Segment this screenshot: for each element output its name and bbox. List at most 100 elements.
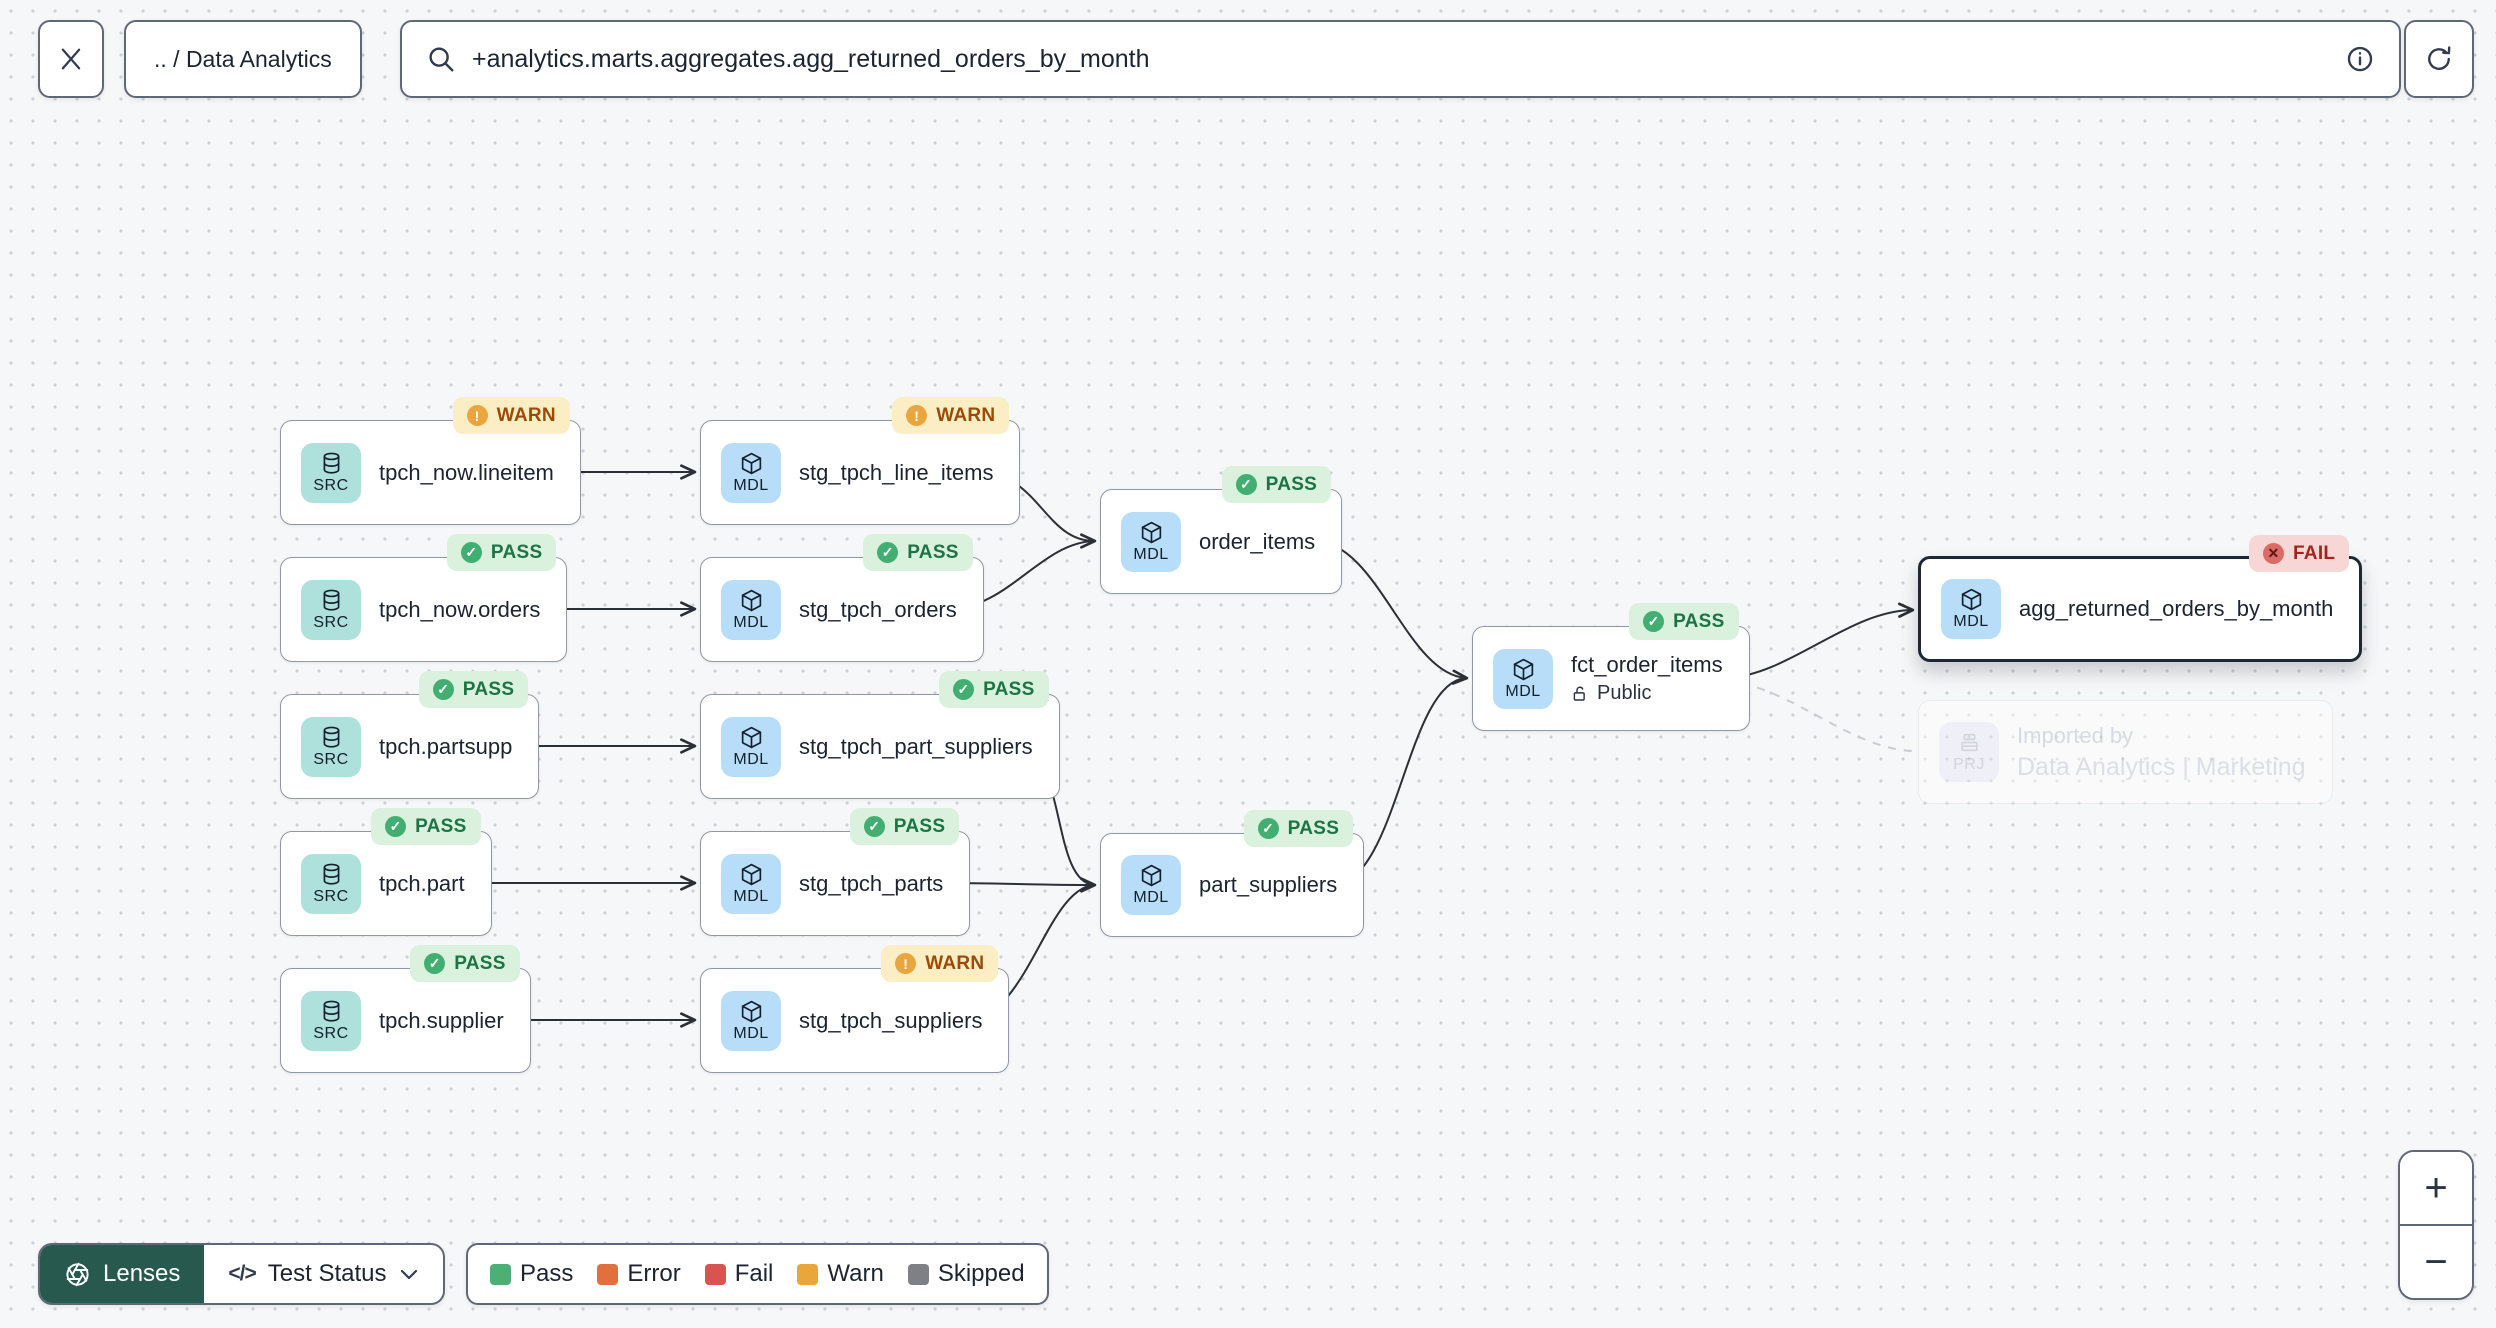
check-icon: ✓ — [460, 542, 482, 563]
source-type-box: SRC — [301, 853, 361, 914]
node-label: stg_tpch_orders — [799, 596, 957, 622]
node-tpch-now-lineitem[interactable]: !WARN SRC tpch_now.lineitem — [280, 397, 581, 525]
imported-by-label: Imported by — [2017, 722, 2134, 748]
lenses-button[interactable]: Lenses — [40, 1245, 205, 1303]
open-lock-icon — [1573, 686, 1585, 701]
node-stg-tpch-suppliers[interactable]: !WARN MDL stg_tpch_suppliers — [700, 945, 1010, 1073]
node-tpch-supplier[interactable]: ✓PASS SRC tpch.supplier — [280, 945, 531, 1073]
status-badge: !WARN — [892, 397, 1010, 434]
status-legend: Pass Error Fail Warn Skipped — [466, 1243, 1049, 1305]
node-label: order_items — [1199, 528, 1316, 554]
cube-icon — [1961, 588, 1981, 611]
legend-fail: Fail — [704, 1260, 773, 1288]
warn-icon: ! — [466, 405, 488, 426]
database-icon — [323, 1000, 339, 1022]
node-label: tpch.supplier — [379, 1007, 504, 1033]
status-badge: ✓PASS — [371, 808, 481, 845]
fail-icon: ✕ — [2262, 543, 2284, 564]
source-type-box: SRC — [301, 442, 361, 503]
check-icon: ✓ — [863, 816, 885, 837]
zoom-in-button[interactable]: + — [2400, 1152, 2472, 1226]
zoom-out-button[interactable]: − — [2400, 1226, 2472, 1298]
node-order-items[interactable]: ✓PASS MDL order_items — [1100, 466, 1343, 594]
cube-icon — [741, 452, 761, 474]
cube-icon — [741, 589, 761, 611]
warn-swatch — [797, 1263, 819, 1285]
node-label: stg_tpch_parts — [799, 870, 944, 896]
source-type-box: SRC — [301, 990, 361, 1051]
database-icon — [323, 452, 339, 474]
lens-selector-dropdown[interactable]: </> Test Status — [204, 1245, 442, 1303]
model-type-box: MDL — [721, 442, 781, 503]
node-label: part_suppliers — [1199, 872, 1338, 897]
error-swatch — [597, 1263, 619, 1285]
aperture-icon — [66, 1262, 89, 1286]
database-icon — [323, 726, 339, 748]
check-icon: ✓ — [424, 953, 446, 974]
node-label: tpch_now.lineitem — [379, 459, 554, 485]
project-name: Data Analytics | Marketing — [2017, 752, 2306, 781]
edge — [1725, 602, 1915, 679]
warn-icon: ! — [906, 405, 928, 426]
check-icon: ✓ — [953, 679, 975, 700]
status-badge: ✓PASS — [1221, 466, 1332, 503]
skipped-swatch — [907, 1263, 929, 1285]
status-badge: ✓PASS — [863, 534, 973, 571]
project-stack-icon — [1960, 733, 1978, 752]
source-type-box: SRC — [301, 579, 361, 640]
node-label: fct_order_items — [1571, 652, 1723, 677]
model-type-box: MDL — [721, 990, 781, 1051]
refresh-icon — [2428, 46, 2451, 70]
cube-icon — [1141, 521, 1161, 543]
close-icon — [61, 48, 81, 70]
node-stg-tpch-line-items[interactable]: !WARN MDL stg_tpch_line_items — [700, 397, 1021, 525]
check-icon: ✓ — [1235, 474, 1257, 495]
node-label: tpch.part — [379, 870, 465, 896]
legend-warn: Warn — [797, 1260, 884, 1288]
node-tpch-part[interactable]: ✓PASS SRC tpch.part — [280, 808, 492, 936]
status-badge: ✓PASS — [939, 671, 1049, 708]
search-bar[interactable] — [400, 20, 2401, 98]
status-badge: ✓PASS — [1629, 603, 1739, 640]
cube-icon — [1141, 864, 1161, 887]
database-icon — [323, 863, 339, 885]
cube-icon — [1513, 658, 1533, 680]
search-icon — [429, 47, 454, 72]
edge-cross-project — [1725, 680, 1913, 752]
status-badge: !WARN — [881, 945, 999, 982]
close-button[interactable] — [38, 20, 104, 98]
node-stg-tpch-orders[interactable]: ✓PASS MDL stg_tpch_orders — [700, 534, 984, 662]
model-type-box: MDL — [1941, 579, 2001, 639]
node-tpch-partsupp[interactable]: ✓PASS SRC tpch.partsupp — [280, 671, 540, 799]
status-badge: ✓PASS — [446, 534, 557, 571]
node-agg-returned-orders-by-month[interactable]: ✕FAIL MDL agg_returned_orders_by_month — [1918, 535, 2363, 662]
lens-controls: Lenses </> Test Status — [38, 1243, 445, 1305]
refresh-button[interactable] — [2404, 20, 2474, 98]
model-type-box: MDL — [1121, 855, 1181, 915]
node-imported-by-project[interactable]: PRJ Imported by Data Analytics | Marketi… — [1918, 700, 2333, 804]
status-badge: ✓PASS — [410, 945, 520, 982]
breadcrumb[interactable]: .. / Data Analytics — [124, 20, 362, 98]
status-badge: ✕FAIL — [2248, 535, 2350, 572]
check-icon: ✓ — [432, 679, 454, 700]
code-icon: </> — [228, 1262, 256, 1285]
model-type-box: MDL — [721, 579, 781, 640]
cube-icon — [741, 1000, 761, 1022]
chevron-down-icon — [400, 1269, 417, 1279]
info-icon[interactable] — [2345, 44, 2375, 74]
node-tpch-now-orders[interactable]: ✓PASS SRC tpch_now.orders — [280, 534, 568, 662]
status-badge: !WARN — [452, 397, 570, 434]
node-stg-tpch-parts[interactable]: ✓PASS MDL stg_tpch_parts — [700, 808, 971, 936]
status-badge: ✓PASS — [418, 671, 529, 708]
check-icon: ✓ — [1643, 611, 1665, 632]
access-level: Public — [1571, 682, 1723, 705]
node-part-suppliers[interactable]: ✓PASS MDL part_suppliers — [1100, 810, 1365, 937]
node-stg-tpch-part-suppliers[interactable]: ✓PASS MDL stg_tpch_part_suppliers — [700, 671, 1060, 799]
search-input[interactable] — [472, 44, 2329, 74]
pass-swatch — [490, 1263, 511, 1285]
status-badge: ✓PASS — [1243, 810, 1354, 847]
model-type-box: MDL — [1121, 511, 1181, 572]
node-fct-order-items[interactable]: ✓PASS MDL fct_order_items Public — [1472, 603, 1750, 731]
check-icon: ✓ — [385, 816, 407, 837]
